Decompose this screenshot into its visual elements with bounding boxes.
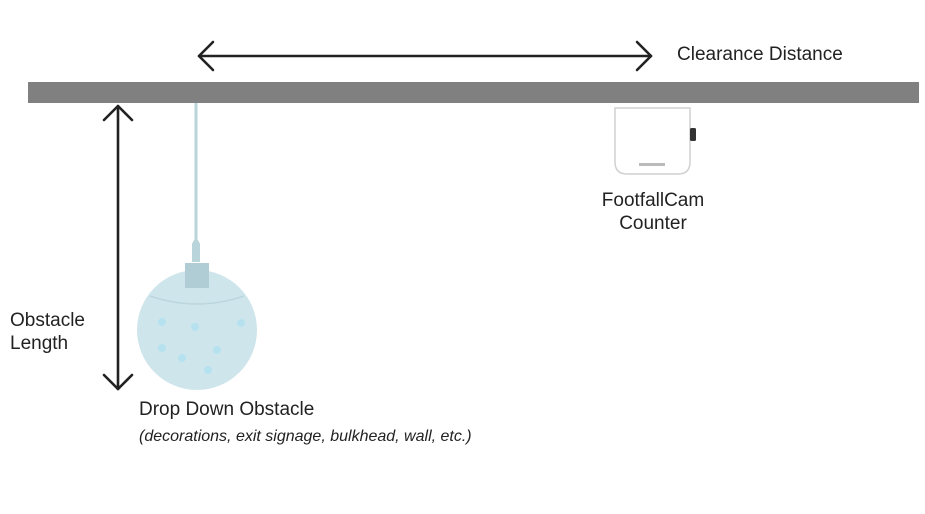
drop-down-obstacle-examples: (decorations, exit signage, bulkhead, wa… bbox=[139, 428, 472, 445]
globe-cap bbox=[185, 263, 209, 288]
obstacle-length-line1: Obstacle bbox=[10, 310, 85, 331]
counter-label-line2: Counter bbox=[619, 213, 687, 234]
ceiling-bar bbox=[28, 82, 919, 103]
counter-label-line1: FootfallCam bbox=[601, 190, 705, 211]
drop-down-obstacle-title: Drop Down Obstacle bbox=[139, 399, 315, 420]
obstacle-length-line2: Length bbox=[10, 333, 69, 354]
globe-dots bbox=[158, 318, 245, 374]
clearance-arrow bbox=[197, 40, 653, 72]
drop-down-obstacle bbox=[137, 103, 257, 390]
camera-side-button bbox=[690, 128, 696, 141]
clearance-distance-label: Clearance Distance bbox=[677, 44, 843, 65]
cord-connector bbox=[192, 239, 200, 262]
obstacle-length-label: Obstacle Length bbox=[10, 309, 85, 355]
camera-body bbox=[614, 107, 691, 175]
obstacle-length-arrow bbox=[102, 104, 134, 391]
camera-lens-slot bbox=[639, 163, 665, 166]
footfallcam-counter-label: FootfallCam Counter bbox=[560, 189, 746, 235]
footfallcam-counter-device bbox=[614, 107, 696, 175]
